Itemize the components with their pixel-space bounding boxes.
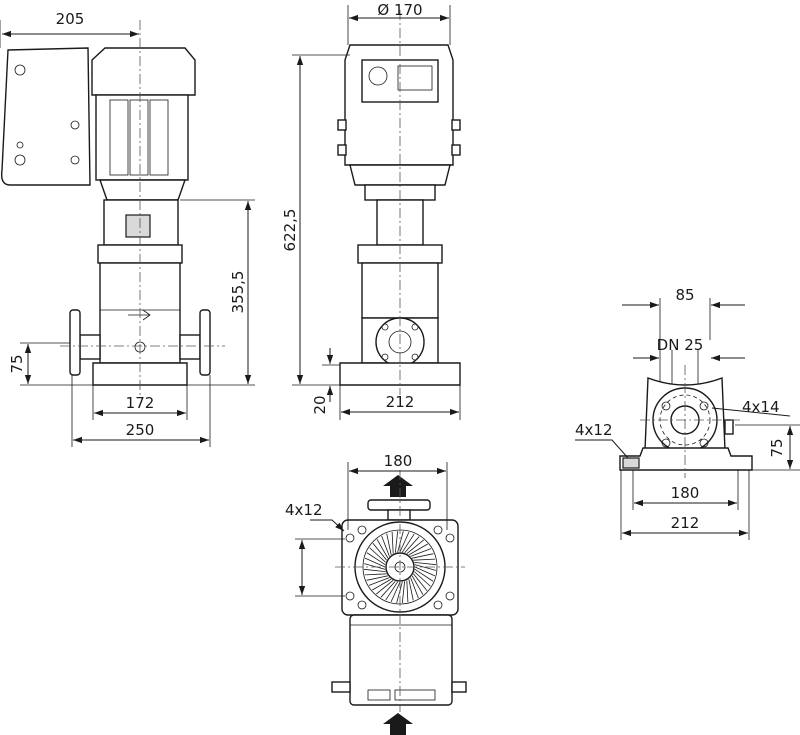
fan-fin	[413, 558, 436, 561]
fan-fin	[414, 564, 436, 571]
fan-fin	[413, 573, 428, 592]
side-view: 205 355,5 75 172 250	[0, 10, 255, 447]
dim-205: 205	[56, 10, 85, 28]
motor-fan-cover	[91, 47, 196, 96]
label-4x14: 4x14	[742, 398, 780, 416]
dim-85: 85	[675, 286, 694, 304]
dim-20: 20	[311, 395, 329, 414]
dim-diameter-170: Ø 170	[377, 1, 422, 19]
fan-fin	[402, 533, 415, 553]
fan-fin	[413, 571, 431, 587]
fan-fin	[381, 535, 390, 557]
fan-fin	[401, 581, 406, 603]
dim-212-side: 212	[671, 514, 700, 532]
dim-250: 250	[126, 421, 155, 439]
fan-fin	[385, 581, 398, 601]
dim-172: 172	[126, 394, 155, 412]
fan-fin	[408, 579, 414, 601]
fan-fin	[364, 573, 387, 576]
motor-top	[349, 614, 453, 706]
fan-fin	[404, 536, 420, 554]
dim-75-side: 75	[8, 354, 26, 373]
fan-fin	[375, 580, 394, 595]
fan-fin	[410, 577, 419, 599]
fan-fin	[372, 578, 392, 591]
fan-fin	[368, 577, 390, 586]
fan-fin	[406, 539, 425, 554]
top-view: 180 4x12	[285, 452, 467, 735]
dim-355-5: 355,5	[229, 271, 247, 314]
dim-180-top: 180	[384, 452, 413, 470]
fan-fin	[414, 561, 436, 566]
fan-fin	[397, 531, 404, 553]
fan-fin	[380, 580, 396, 598]
fan-fin	[399, 531, 410, 553]
fan-fin	[391, 531, 394, 554]
fan-fin	[410, 548, 432, 557]
inlet-flange	[69, 309, 81, 376]
fan-fin	[364, 568, 386, 573]
fan-fin	[390, 581, 401, 603]
fan-fin	[406, 580, 409, 603]
fan-fin	[411, 575, 424, 595]
terminal-box	[0, 47, 91, 186]
outlet-flange	[199, 309, 211, 376]
fan-fin	[366, 552, 386, 565]
fan-fin	[364, 557, 386, 568]
fan-fin	[366, 575, 388, 581]
fan-fin	[386, 533, 392, 555]
fan-fin	[372, 542, 387, 561]
label-4x12-top: 4x12	[285, 501, 323, 519]
fan-fin	[364, 563, 386, 570]
fan-fin	[414, 569, 434, 582]
dim-dn-25: DN 25	[657, 336, 704, 354]
fan-fin	[394, 531, 399, 553]
label-4x12-side: 4x12	[575, 421, 613, 439]
fan-fin	[396, 581, 403, 603]
base-side	[619, 447, 753, 471]
fan-fin	[408, 543, 428, 556]
dim-180-side: 180	[671, 484, 700, 502]
dim-212-front: 212	[386, 393, 415, 411]
fan-fin	[412, 553, 434, 559]
fan-fin	[376, 539, 389, 559]
flange-view: 85 DN 25 4x14 4x12 75 180 212	[575, 286, 800, 540]
front-view: Ø 170 622,5 20 212	[281, 1, 461, 420]
dim-75-flange: 75	[768, 438, 786, 457]
outlet-arrow-icon	[383, 475, 413, 497]
fan-fin	[414, 566, 436, 577]
dim-622-5: 622,5	[281, 209, 299, 252]
fan-fin	[369, 547, 387, 563]
inlet-arrow-icon	[383, 713, 413, 735]
